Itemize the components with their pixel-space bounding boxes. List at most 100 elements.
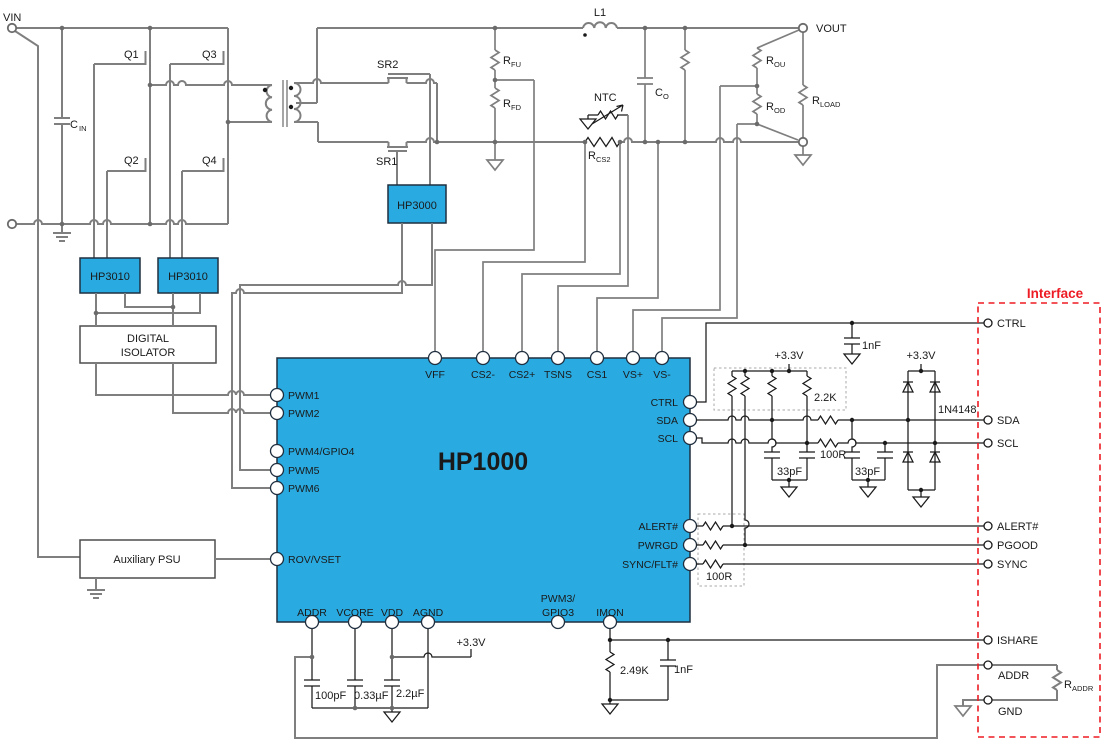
- sense-routing: [434, 79, 757, 351]
- decoupling-network: [294, 629, 1062, 739]
- terminal-label-alert: ALERT#: [997, 521, 1039, 533]
- cap-addr-value: 100pF: [315, 690, 346, 702]
- alert-r-value: 100R: [706, 571, 732, 583]
- cap-imon-value: 1nF: [674, 664, 693, 676]
- terminal-label-pgood: PGOOD: [997, 540, 1038, 552]
- terminal-label-ctrl: CTRL: [997, 318, 1026, 330]
- hp3010-a-label: HP3010: [90, 271, 130, 283]
- cin-label: C: [70, 119, 78, 131]
- ntc-network: [579, 104, 628, 130]
- terminal-label-sync: SYNC: [997, 559, 1028, 571]
- output-filter: [486, 28, 812, 171]
- pin-label-vsp: VS+: [623, 369, 643, 381]
- hp3010-block-2: [157, 257, 219, 294]
- cap-vcore-value: 0.33µF: [354, 690, 389, 702]
- terminal-label-sda: SDA: [997, 415, 1020, 427]
- isolator-label-1: DIGITAL: [127, 333, 169, 345]
- r-imon-value: 2.49K: [620, 665, 649, 677]
- co-sub: O: [663, 92, 669, 101]
- junction-dots: [59, 25, 760, 711]
- sr2-label: SR2: [377, 59, 398, 71]
- cap-vdd-value: 2.2µF: [396, 688, 425, 700]
- v33-rail-b: +3.3V: [906, 350, 936, 362]
- pin-label-pwm4: PWM4/GPIO4: [288, 446, 355, 458]
- rload-sub: LOAD: [820, 100, 841, 109]
- cap-scl-value: 33pF: [855, 466, 880, 478]
- cin-sub: IN: [79, 124, 87, 133]
- labels: VIN VOUT Q1 Q2 Q3 Q4 C IN SR2 SR1 HP3000…: [3, 7, 1094, 702]
- cap-sda-value: 33pF: [777, 466, 802, 478]
- hp1000-chip: HP1000 VFF CS2- CS2+ TSNS CS1 VS+ VS- PW…: [269, 350, 698, 630]
- co-label: C: [655, 87, 663, 99]
- q4-label: Q4: [202, 155, 217, 167]
- q3-label: Q3: [202, 49, 217, 61]
- imon-network: [601, 629, 984, 715]
- q1-label: Q1: [124, 49, 139, 61]
- raddr-sub: ADDR: [1072, 684, 1094, 693]
- vin-label: VIN: [3, 12, 21, 24]
- rfd-label: R: [503, 98, 511, 110]
- hp3010-block-1: [79, 257, 141, 294]
- pin-label-vcore: VCORE: [336, 607, 373, 619]
- diode-value: 1N4148: [938, 404, 977, 416]
- driver-blocks: [79, 184, 447, 599]
- series-r-value: 100R: [820, 449, 846, 461]
- rload-label: R: [812, 95, 820, 107]
- rou-label: R: [766, 55, 774, 67]
- pin-label-sda: SDA: [656, 415, 678, 427]
- terminal-label-scl: SCL: [997, 438, 1018, 450]
- pin-label-vdd: VDD: [381, 607, 404, 619]
- pin-label-addr: ADDR: [297, 607, 327, 619]
- interface-box: Interface CTRL SDA SCL ALERT# PGOOD SYNC…: [977, 286, 1101, 738]
- signal-junction-dots: [607, 320, 938, 703]
- rod-label: R: [766, 101, 774, 113]
- pin-label-cs2n: CS2-: [471, 369, 495, 381]
- sr1-label: SR1: [376, 156, 397, 168]
- ctrl-cap-value: 1nF: [862, 340, 881, 352]
- rou-sub: OU: [774, 60, 785, 69]
- pin-label-cs1: CS1: [587, 369, 608, 381]
- v33-rail-c: +3.3V: [456, 637, 486, 649]
- chip-title: HP1000: [438, 448, 528, 476]
- pin-label-ctrl: CTRL: [651, 397, 679, 409]
- rfu-sub: FU: [511, 60, 521, 69]
- pin-label-pwm3b: GPIO3: [542, 607, 574, 619]
- pullup-value: 2.2K: [814, 392, 837, 404]
- ntc-label: NTC: [594, 92, 617, 104]
- hp3000-block: [387, 184, 447, 224]
- pin-label-agnd: AGND: [413, 607, 444, 619]
- pin-label-scl: SCL: [658, 433, 679, 445]
- rod-sub: OD: [774, 106, 786, 115]
- terminal-label-ishare: ISHARE: [997, 635, 1038, 647]
- terminal-label-addr: ADDR: [998, 670, 1029, 682]
- pin-label-pwm1: PWM1: [288, 390, 320, 402]
- hp3010-b-label: HP3010: [168, 271, 208, 283]
- pin-label-pwm3a: PWM3/: [541, 593, 576, 605]
- aux-psu-label: Auxiliary PSU: [113, 554, 180, 566]
- v33-rail-a: +3.3V: [774, 350, 804, 362]
- pin-label-sync: SYNC/FLT#: [622, 559, 678, 571]
- q2-label: Q2: [124, 155, 139, 167]
- pin-label-vff: VFF: [425, 369, 445, 381]
- pin-label-rov: ROV/VSET: [288, 554, 342, 566]
- pin-label-pwm5: PWM5: [288, 465, 320, 477]
- pin-label-pwm6: PWM6: [288, 483, 320, 495]
- pin-label-cs2p: CS2+: [509, 369, 536, 381]
- pin-label-pwm2: PWM2: [288, 408, 320, 420]
- terminal-label-gnd: GND: [998, 706, 1023, 718]
- transformer: [262, 80, 302, 127]
- isolator-label-2: ISOLATOR: [121, 347, 176, 359]
- pin-label-alert: ALERT#: [639, 521, 679, 533]
- l1-label: L1: [594, 7, 606, 19]
- hp3000-label: HP3000: [397, 200, 437, 212]
- vout-label: VOUT: [816, 23, 847, 35]
- pin-label-tsns: TSNS: [544, 369, 572, 381]
- pin-label-pwrgd: PWRGD: [638, 540, 679, 552]
- rfd-sub: FD: [511, 103, 522, 112]
- raddr-label: R: [1064, 679, 1072, 691]
- digital-isolator-block: [79, 325, 217, 364]
- rcs2-label: R: [588, 150, 596, 162]
- pin-label-vsn: VS-: [653, 369, 671, 381]
